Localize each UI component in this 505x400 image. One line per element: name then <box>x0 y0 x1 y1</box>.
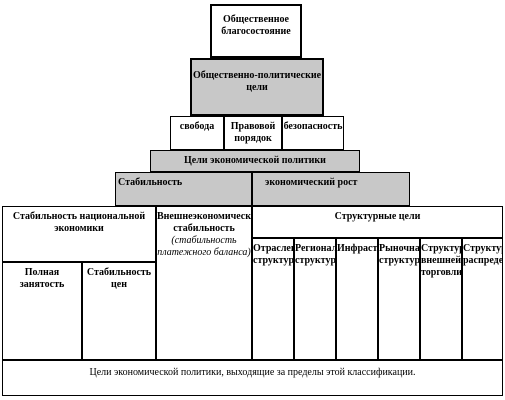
node-price-stability-label: Стабильность цен <box>86 267 152 290</box>
node-socio-political-goals-label: Общественно-политические цели <box>192 70 322 93</box>
node-external-stability-label: Внешнеэкономическая стабильность <box>157 211 252 234</box>
node-external-stability-note: (стабильность платежного баланса) <box>157 235 251 258</box>
node-economic-policy-goals-label: Цели экономической политики <box>184 155 326 166</box>
node-security: безопасность <box>282 116 344 150</box>
node-regional-structure-label: Региональная структура <box>295 243 336 266</box>
node-freedom: свобода <box>170 116 224 150</box>
node-other-goals: Цели экономической политики, выходящие з… <box>2 360 503 396</box>
node-security-label: безопасность <box>283 121 343 132</box>
node-legal-order: Правовой порядок <box>224 116 282 150</box>
node-socio-political-goals: Общественно-политические цели <box>190 58 324 116</box>
node-infrastructure-label: Инфраструктура <box>337 243 378 254</box>
node-other-goals-label: Цели экономической политики, выходящие з… <box>89 367 416 378</box>
node-market-structure: Рыночная структура <box>378 238 420 360</box>
node-legal-order-label: Правовой порядок <box>230 121 276 144</box>
node-structural-goals: Структурные цели <box>252 206 503 238</box>
node-price-stability: Стабильность цен <box>82 262 156 360</box>
node-national-stability: Стабильность национальной экономики <box>2 206 156 262</box>
node-external-stability: Внешнеэкономическая стабильность (стабил… <box>156 206 252 360</box>
node-full-employment-label: Полная занятость <box>19 267 65 290</box>
node-structural-goals-label: Структурные цели <box>334 211 421 222</box>
node-market-structure-label: Рыночная структура <box>379 243 420 266</box>
node-sectoral-structure-label: Отраслевая структура <box>253 243 294 266</box>
node-stability: Стабильность <box>115 172 252 206</box>
node-regional-structure: Региональная структура <box>294 238 336 360</box>
node-infrastructure: Инфраструктура <box>336 238 378 360</box>
node-full-employment: Полная занятость <box>2 262 82 360</box>
node-stability-label: Стабильность <box>118 177 183 188</box>
node-economic-growth: экономический рост <box>252 172 410 206</box>
node-public-welfare-label: Общественное благосостояние <box>221 14 291 37</box>
node-public-welfare: Общественное благосостояние <box>210 4 302 58</box>
node-economic-policy-goals: Цели экономической политики <box>150 150 360 172</box>
node-sectoral-structure: Отраслевая структура <box>252 238 294 360</box>
node-economic-growth-label: экономический рост <box>265 177 358 188</box>
node-freedom-label: свобода <box>179 121 215 132</box>
node-national-stability-label: Стабильность национальной экономики <box>12 211 146 234</box>
